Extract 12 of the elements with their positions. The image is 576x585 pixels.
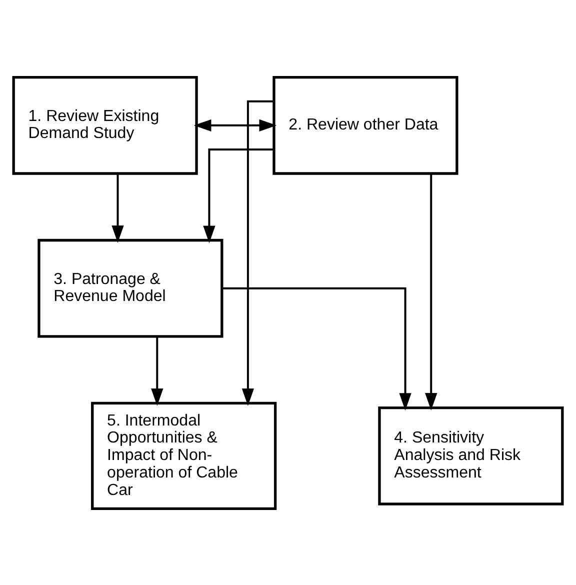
- node-box: 1. Review Existing Demand Study: [12, 76, 198, 174]
- node-box: 4. Sensitivity Analysis and Risk Assessment: [378, 406, 564, 505]
- node-box: 5. Intermodal Opportunities & Impact of Non-operation of Cable Car: [91, 401, 277, 510]
- arrow: [151, 336, 164, 406]
- node-box: 3. Patronage & Revenue Model: [38, 238, 224, 338]
- arrow: [194, 118, 277, 131]
- arrow: [222, 286, 412, 410]
- arrow: [242, 100, 274, 406]
- node-box: 2. Review other Data: [272, 76, 458, 174]
- arrow: [425, 173, 438, 410]
- arrow: [203, 148, 274, 243]
- arrow: [112, 173, 124, 242]
